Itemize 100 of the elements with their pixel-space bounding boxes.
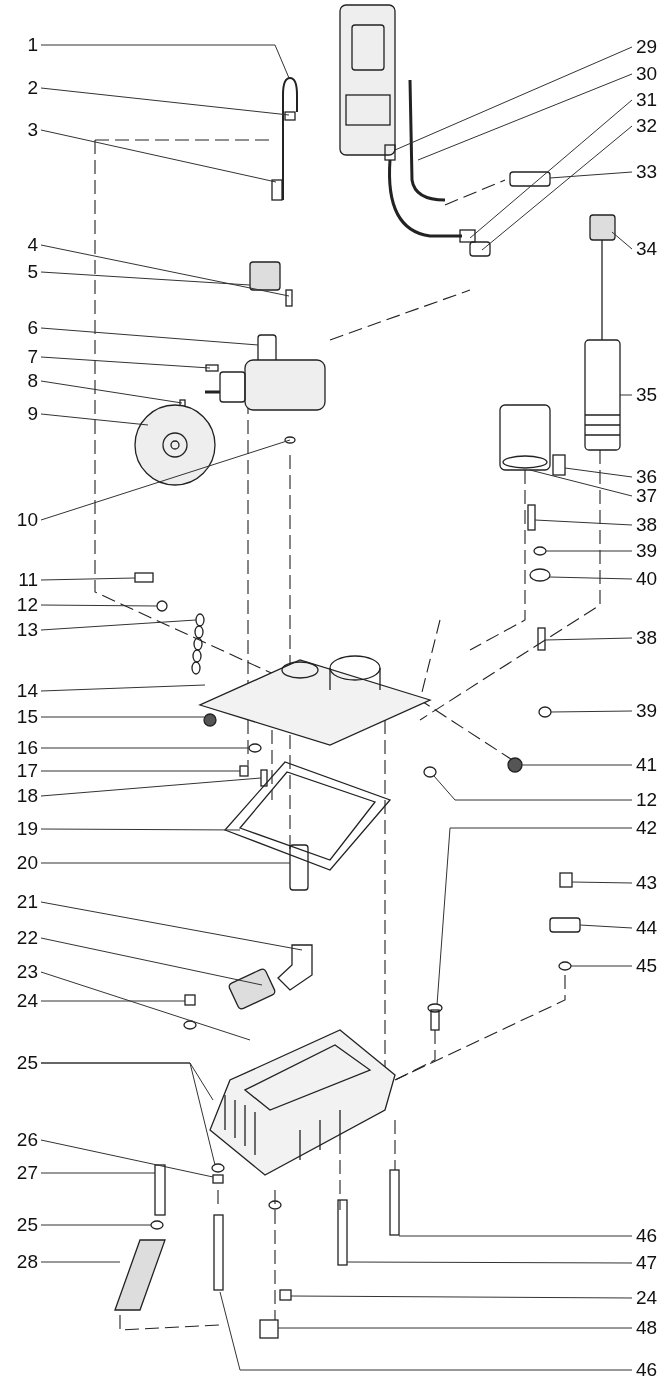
leader-line (277, 1327, 633, 1329)
callout-number: 14 (16, 681, 38, 701)
leader-line (40, 901, 303, 951)
leader-line (40, 129, 277, 183)
leader-line (398, 1235, 633, 1237)
callout-number: 17 (16, 761, 38, 781)
leader-line (290, 1295, 633, 1299)
leader-line (40, 777, 262, 797)
callout-number: 45 (636, 956, 658, 976)
callout-number: 27 (16, 1163, 38, 1183)
callout-number: 20 (16, 853, 38, 873)
leader-line (40, 1224, 152, 1226)
leader-line (40, 1139, 214, 1178)
leader-line (40, 619, 197, 631)
leader-line (550, 710, 633, 713)
leader-line (40, 716, 205, 718)
callout-number: 12 (16, 595, 38, 615)
callout-number: 47 (636, 1253, 658, 1273)
callout-number: 46 (636, 1226, 658, 1246)
leader-line (521, 764, 633, 766)
callout-number: 32 (636, 116, 658, 136)
leader-line (40, 828, 241, 831)
leader-line (40, 244, 290, 297)
leader-line (481, 125, 633, 251)
leader-line (40, 87, 290, 116)
leader-line (579, 924, 633, 929)
callout-number: 26 (16, 1130, 38, 1150)
callout-number: 8 (27, 371, 38, 391)
leader-line (40, 1062, 214, 1101)
callout-number: 25 (16, 1215, 38, 1235)
leader-line (436, 827, 633, 1006)
callout-number: 43 (636, 873, 658, 893)
callout-number: 11 (18, 570, 38, 590)
callout-number: 7 (27, 347, 38, 367)
callout-number: 40 (636, 569, 658, 589)
leader-line (545, 550, 633, 552)
callout-number: 28 (16, 1252, 38, 1272)
callout-number: 46 (636, 1360, 658, 1380)
callout-number: 35 (636, 385, 658, 405)
callout-number: 16 (16, 738, 38, 758)
callout-number: 37 (636, 486, 658, 506)
leader-line (40, 577, 136, 581)
callout-number: 24 (16, 991, 38, 1011)
callout-number: 36 (636, 467, 658, 487)
callout-number: 21 (16, 892, 38, 912)
leader-line (40, 1172, 156, 1174)
callout-number: 12 (636, 790, 658, 810)
callout-number: 30 (636, 64, 658, 84)
leader-line (564, 467, 633, 478)
callout-number: 38 (636, 628, 658, 648)
callout-number: 19 (16, 819, 38, 839)
leader-line (529, 469, 633, 497)
leader-line (40, 684, 206, 692)
leader-line (40, 44, 290, 79)
leader-line (40, 770, 241, 772)
callout-number: 2 (27, 78, 38, 98)
leader-line (40, 862, 291, 864)
callout-number: 31 (636, 90, 658, 110)
leader-line (40, 747, 250, 749)
leader-line (394, 46, 633, 151)
leader-line (570, 965, 633, 967)
callout-number: 22 (16, 928, 38, 948)
callout-number: 48 (636, 1318, 658, 1338)
callout-number: 4 (27, 235, 38, 255)
callout-number: 25 (16, 1053, 38, 1073)
callout-number: 1 (27, 35, 38, 55)
callout-number: 9 (27, 404, 38, 424)
callout-number: 5 (27, 262, 38, 282)
leader-line (549, 171, 633, 179)
leader-line (611, 231, 633, 250)
leader-line (40, 380, 183, 404)
leader-line (346, 1261, 633, 1264)
leader-line (40, 937, 263, 986)
callout-number: 42 (636, 818, 658, 838)
leader-line (571, 881, 633, 884)
leader-line (619, 394, 633, 396)
callout-number: 24 (636, 1288, 658, 1308)
leader-line (417, 73, 633, 161)
callout-number: 6 (27, 318, 38, 338)
leader-line (40, 971, 251, 1041)
leader-line (40, 271, 251, 286)
callout-number: 39 (636, 701, 658, 721)
leader-line (40, 439, 291, 521)
callout-number: 39 (636, 541, 658, 561)
leader-line (40, 413, 149, 426)
callout-number: 3 (27, 120, 38, 140)
leader-line (40, 356, 211, 369)
callout-number: 18 (16, 786, 38, 806)
leader-line (40, 1000, 186, 1002)
leader-line (549, 576, 633, 580)
leader-line (219, 1291, 633, 1371)
callout-number: 13 (16, 620, 38, 640)
leader-line (469, 99, 633, 239)
leader-line (433, 775, 633, 801)
leader-line (534, 519, 633, 526)
callout-number: 10 (16, 510, 38, 530)
callout-number: 23 (16, 962, 38, 982)
callout-number: 38 (636, 515, 658, 535)
callout-number: 29 (636, 37, 658, 57)
leader-line (40, 327, 259, 346)
